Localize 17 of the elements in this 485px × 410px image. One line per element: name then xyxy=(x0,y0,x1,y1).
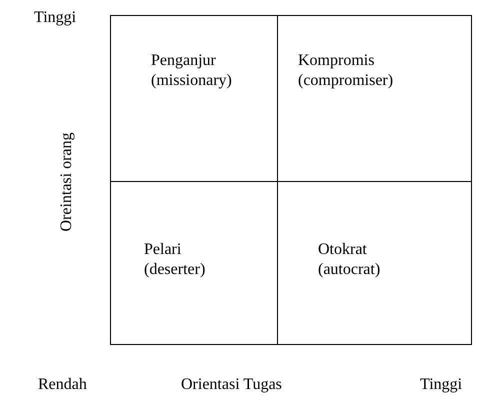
axis-title: Oreintasi orang xyxy=(57,132,76,232)
quadrant-title: Otokrat xyxy=(318,240,368,260)
quadrant-box xyxy=(277,15,472,182)
quadrant-title: Penganjur xyxy=(151,51,217,71)
quadrant-subtitle: (compromiser) xyxy=(298,71,394,91)
axis-label: Rendah xyxy=(38,375,87,395)
quadrant-box xyxy=(110,181,278,345)
axis-label: Tinggi xyxy=(420,375,462,395)
quadrant-title: Pelari xyxy=(144,240,182,260)
quadrant-subtitle: (deserter) xyxy=(144,260,206,280)
axis-title: Orientasi Tugas xyxy=(181,375,282,395)
quadrant-box xyxy=(277,181,472,345)
quadrant-subtitle: (autocrat) xyxy=(318,260,380,280)
quadrant-title: Kompromis xyxy=(298,51,376,71)
quadrant-box xyxy=(110,15,278,182)
axis-label: Tinggi xyxy=(34,8,76,28)
quadrant-subtitle: (missionary) xyxy=(151,71,232,91)
